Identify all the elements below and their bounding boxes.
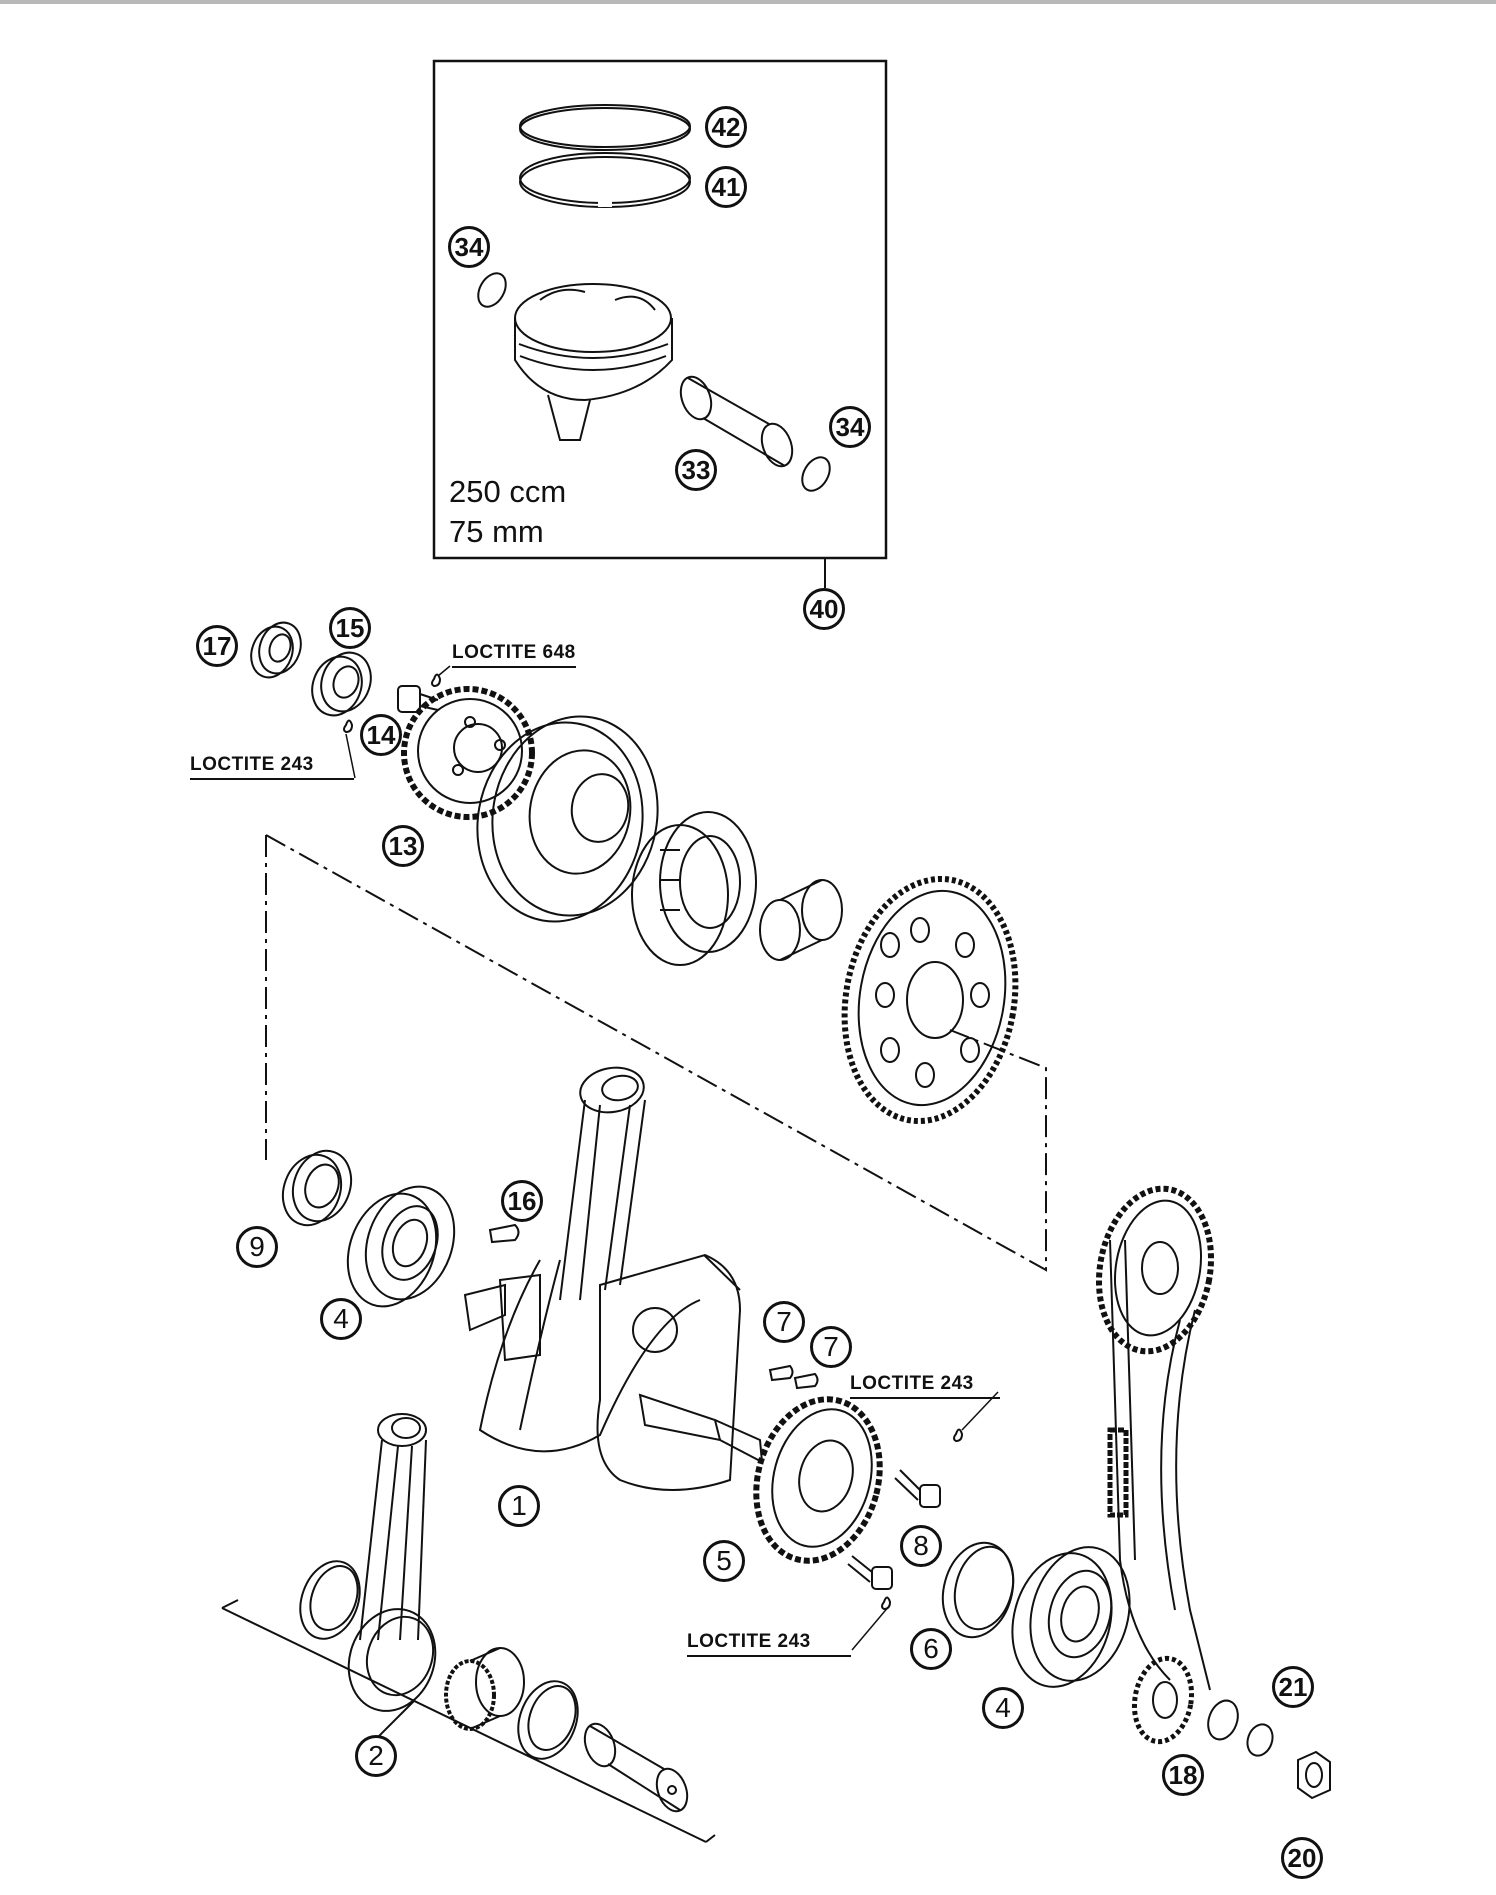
kit-bore: 75 mm bbox=[449, 514, 544, 549]
connecting-rod bbox=[347, 1413, 437, 1712]
loctite-243-note-right: LOCTITE 243 bbox=[850, 1373, 1000, 1399]
callout-7b: 7 bbox=[810, 1326, 852, 1368]
thrust-washer-right bbox=[517, 1680, 579, 1760]
starter-clutch-housing bbox=[476, 715, 659, 923]
callout-21: 21 bbox=[1272, 1666, 1314, 1708]
note-leaders bbox=[345, 665, 999, 1651]
loctite-243-note-left: LOCTITE 243 bbox=[190, 754, 354, 780]
needle-bearing-lower bbox=[444, 1647, 525, 1731]
circlip-34-bottom bbox=[801, 456, 831, 492]
freewheel bbox=[631, 811, 757, 966]
circlip-18 bbox=[1207, 1699, 1239, 1741]
drop-243-upper bbox=[953, 1428, 964, 1443]
needle-bearing-upper bbox=[759, 879, 843, 961]
washer-6 bbox=[941, 1541, 1015, 1639]
callout-9: 9 bbox=[236, 1226, 278, 1268]
kit-displacement: 250 ccm bbox=[449, 474, 567, 509]
washer-21 bbox=[1246, 1723, 1274, 1757]
seal-9 bbox=[281, 1149, 353, 1227]
screw-8-lower bbox=[847, 1555, 893, 1590]
callout-7a: 7 bbox=[763, 1301, 805, 1343]
piston-ring-41 bbox=[519, 152, 691, 208]
key-7a bbox=[768, 1364, 794, 1382]
callout-5: 5 bbox=[703, 1540, 745, 1582]
crankshaft bbox=[463, 1253, 764, 1491]
callout-33: 33 bbox=[675, 449, 717, 491]
crank-pin bbox=[583, 1722, 689, 1813]
circlip-34-top bbox=[477, 272, 507, 308]
callout-13: 13 bbox=[382, 825, 424, 867]
callout-34-top: 34 bbox=[448, 226, 490, 268]
screw-8-upper bbox=[894, 1469, 941, 1508]
thrust-washer-left bbox=[299, 1560, 361, 1640]
callout-18: 18 bbox=[1162, 1754, 1204, 1796]
callout-16: 16 bbox=[501, 1180, 543, 1222]
callout-41: 41 bbox=[705, 166, 747, 208]
timing-chain-assembly bbox=[1095, 1185, 1215, 1745]
callout-17: 17 bbox=[196, 625, 238, 667]
callout-4-left: 4 bbox=[320, 1298, 362, 1340]
gear-5 bbox=[753, 1396, 883, 1564]
callout-34-bottom: 34 bbox=[829, 406, 871, 448]
callout-2: 2 bbox=[355, 1735, 397, 1777]
bearing-4-right bbox=[1011, 1546, 1131, 1688]
callout-15: 15 bbox=[329, 607, 371, 649]
loctite-648-note: LOCTITE 648 bbox=[452, 642, 576, 668]
callout-40: 40 bbox=[803, 588, 845, 630]
bearing-4-left bbox=[346, 1185, 456, 1308]
callout-4-right: 4 bbox=[982, 1687, 1024, 1729]
callout-1: 1 bbox=[498, 1485, 540, 1527]
drop-648 bbox=[431, 673, 442, 688]
callout-14: 14 bbox=[360, 714, 402, 756]
connecting-rod-assembled bbox=[559, 1066, 646, 1301]
callout-42: 42 bbox=[705, 106, 747, 148]
piston-kit-box bbox=[432, 59, 888, 560]
callout-8: 8 bbox=[900, 1525, 942, 1567]
nut-20 bbox=[1297, 1750, 1331, 1800]
key-7b bbox=[793, 1372, 819, 1390]
piston-pin bbox=[679, 375, 794, 468]
starter-gear bbox=[841, 875, 1019, 1125]
seal-17 bbox=[250, 621, 302, 679]
piston bbox=[514, 283, 673, 441]
top-border bbox=[0, 0, 1496, 4]
callout-6: 6 bbox=[910, 1628, 952, 1670]
loctite-243-note-bottom: LOCTITE 243 bbox=[687, 1631, 851, 1657]
woodruff-key-16 bbox=[488, 1223, 520, 1244]
nut-15 bbox=[311, 651, 372, 717]
drop-243 bbox=[343, 719, 354, 734]
callout-20: 20 bbox=[1281, 1837, 1323, 1879]
piston-ring-42 bbox=[519, 104, 691, 151]
assembly-lines bbox=[265, 834, 1047, 1272]
gear-13 bbox=[401, 686, 535, 820]
conrod-kit bbox=[221, 1413, 716, 1843]
